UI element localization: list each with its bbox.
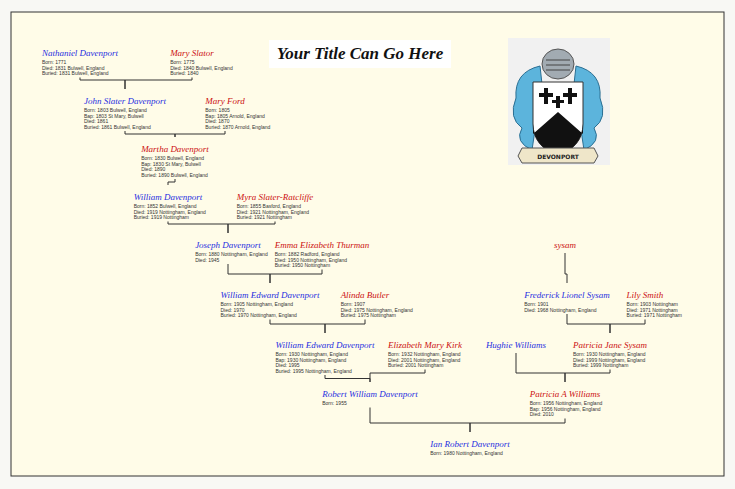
person-name: Robert William Davenport (322, 389, 418, 400)
lineage-line (370, 370, 425, 383)
life-event: Born: 1980 Nottingham, England (430, 451, 509, 457)
lineage-line (565, 370, 610, 383)
person-node: Alinda ButlerBorn: 1907Died: 1975 Nottin… (341, 284, 413, 319)
lineage-line (270, 320, 325, 334)
motto-text: DEVONPORT (537, 153, 579, 160)
chart-title: Your Title Can Go Here (269, 40, 452, 68)
life-event: Died: 1945 (195, 258, 268, 264)
person-node: Frederick Lionel SysamBorn: 1901Died: 19… (524, 284, 610, 313)
person-node: sysam (554, 234, 576, 252)
life-event: Buried: 1840 (170, 71, 233, 77)
crest-ground (508, 38, 610, 165)
person-node: Nathaniel DavenportBorn: 1771Died: 1831 … (42, 42, 118, 77)
person-node: William Edward DavenportBorn: 1905 Notti… (220, 284, 319, 319)
person-name: Lily Smith (627, 290, 664, 301)
person-name: Ian Robert Davenport (430, 439, 509, 450)
person-name: Joseph Davenport (195, 240, 261, 251)
life-event: Buried: 1975 Nottingham (341, 313, 413, 319)
lineage-line (228, 222, 275, 234)
person-node: Joseph DavenportBorn: 1880 Nottingham, E… (195, 234, 268, 263)
person-node: Ian Robert DavenportBorn: 1980 Nottingha… (430, 433, 509, 457)
lineage-line (80, 78, 125, 90)
person-name: Alinda Butler (341, 290, 390, 301)
lineage-line (565, 253, 567, 283)
person-name: Myra Slater-Ratcliffe (237, 192, 314, 203)
person-name: Emma Elizabeth Thurman (275, 240, 370, 251)
person-node: Lily SmithBorn: 1903 NottinghamDied: 197… (627, 284, 682, 319)
lineage-line (125, 78, 192, 90)
life-event: Buried: 1890 Bulwell, England (141, 173, 209, 179)
life-event: Buried: 1831 Bulwell, England (42, 71, 118, 77)
person-node: Patricia Jane SysamBorn: 1930 Nottingham… (573, 334, 647, 369)
person-node: Martha DavenportBorn: 1830 Bulwell, Engl… (141, 138, 209, 178)
person-name: Martha Davenport (141, 144, 209, 155)
motto-banner (518, 148, 598, 163)
person-node: Emma Elizabeth ThurmanBorn: 1882 Radford… (275, 234, 370, 269)
life-event: Buried: 1971 Nottingham (627, 313, 682, 319)
lineage-line (325, 375, 370, 382)
person-node: Mary SlatorBorn: 1775Died: 1840 Bulwell,… (170, 42, 233, 77)
person-node: Elizabeth Mary KirkBorn: 1932 Nottingham… (388, 334, 462, 369)
lineage-line (325, 320, 365, 334)
life-event: Buried: 1919 Nottingham (134, 215, 206, 221)
life-event: Buried: 1861 Bulwell, England (84, 125, 166, 131)
person-name: Nathaniel Davenport (42, 48, 118, 59)
life-event: Born: 1955 (322, 401, 418, 407)
person-name: sysam (554, 240, 576, 251)
person-name: Patricia A Williams (530, 389, 601, 400)
lineage-line (175, 131, 225, 137)
person-name: Elizabeth Mary Kirk (388, 340, 462, 351)
person-name: Hughie Williams (486, 340, 546, 351)
person-node: Robert William DavenportBorn: 1955 (322, 383, 418, 407)
cross-symbol (539, 88, 577, 108)
frame-border (11, 12, 724, 476)
person-node: Hughie Williams (486, 334, 546, 352)
person-node: Patricia A WilliamsBorn: 1956 Nottingham… (530, 383, 603, 418)
life-event: Died: 1968 Nottingham, England (524, 308, 610, 314)
life-event: Buried: 1870 Arnold, England (205, 125, 270, 131)
helmet-visor (546, 60, 570, 70)
person-name: Frederick Lionel Sysam (524, 290, 610, 301)
person-name: John Slater Davenport (84, 96, 166, 107)
lineage-line (228, 264, 270, 283)
lineage-line (610, 320, 645, 334)
person-node: William Edward DavenportBorn: 1930 Notti… (275, 334, 374, 374)
life-event: Died: 2010 (530, 412, 603, 418)
life-event: Buried: 2001 Nottingham (388, 363, 462, 369)
person-name: William Edward Davenport (275, 340, 374, 351)
person-name: Mary Slator (170, 48, 214, 59)
person-node: Mary FordBorn: 1805Bap: 1805 Arnold, Eng… (205, 90, 270, 130)
lineage-line (516, 353, 565, 382)
life-event: Buried: 1950 Nottingham (275, 263, 370, 269)
person-name: Mary Ford (205, 96, 244, 107)
life-event: Buried: 1970 Nottingham, England (220, 313, 319, 319)
life-event: Buried: 1921 Nottingham (237, 215, 314, 221)
lineage-line (168, 222, 228, 234)
person-name: William Davenport (134, 192, 203, 203)
lineage-line (567, 314, 610, 333)
lineage-line (370, 408, 470, 433)
person-name: William Edward Davenport (220, 290, 319, 301)
helmet (542, 49, 574, 79)
life-event: Buried: 1999 Nottingham (573, 363, 647, 369)
lineage-line (270, 270, 322, 284)
life-event: Buried: 1995 Nottingham, England (275, 369, 374, 375)
person-node: John Slater DavenportBorn: 1803 Bulwell,… (84, 90, 166, 130)
person-node: William DavenportBorn: 1852 Bulwell, Eng… (134, 186, 206, 221)
lineage-line (125, 131, 175, 137)
lineage-line (470, 419, 565, 433)
lineage-line (168, 179, 175, 185)
person-name: Patricia Jane Sysam (573, 340, 647, 351)
person-node: Myra Slater-RatcliffeBorn: 1855 Basford,… (237, 186, 314, 221)
shield (533, 82, 583, 156)
